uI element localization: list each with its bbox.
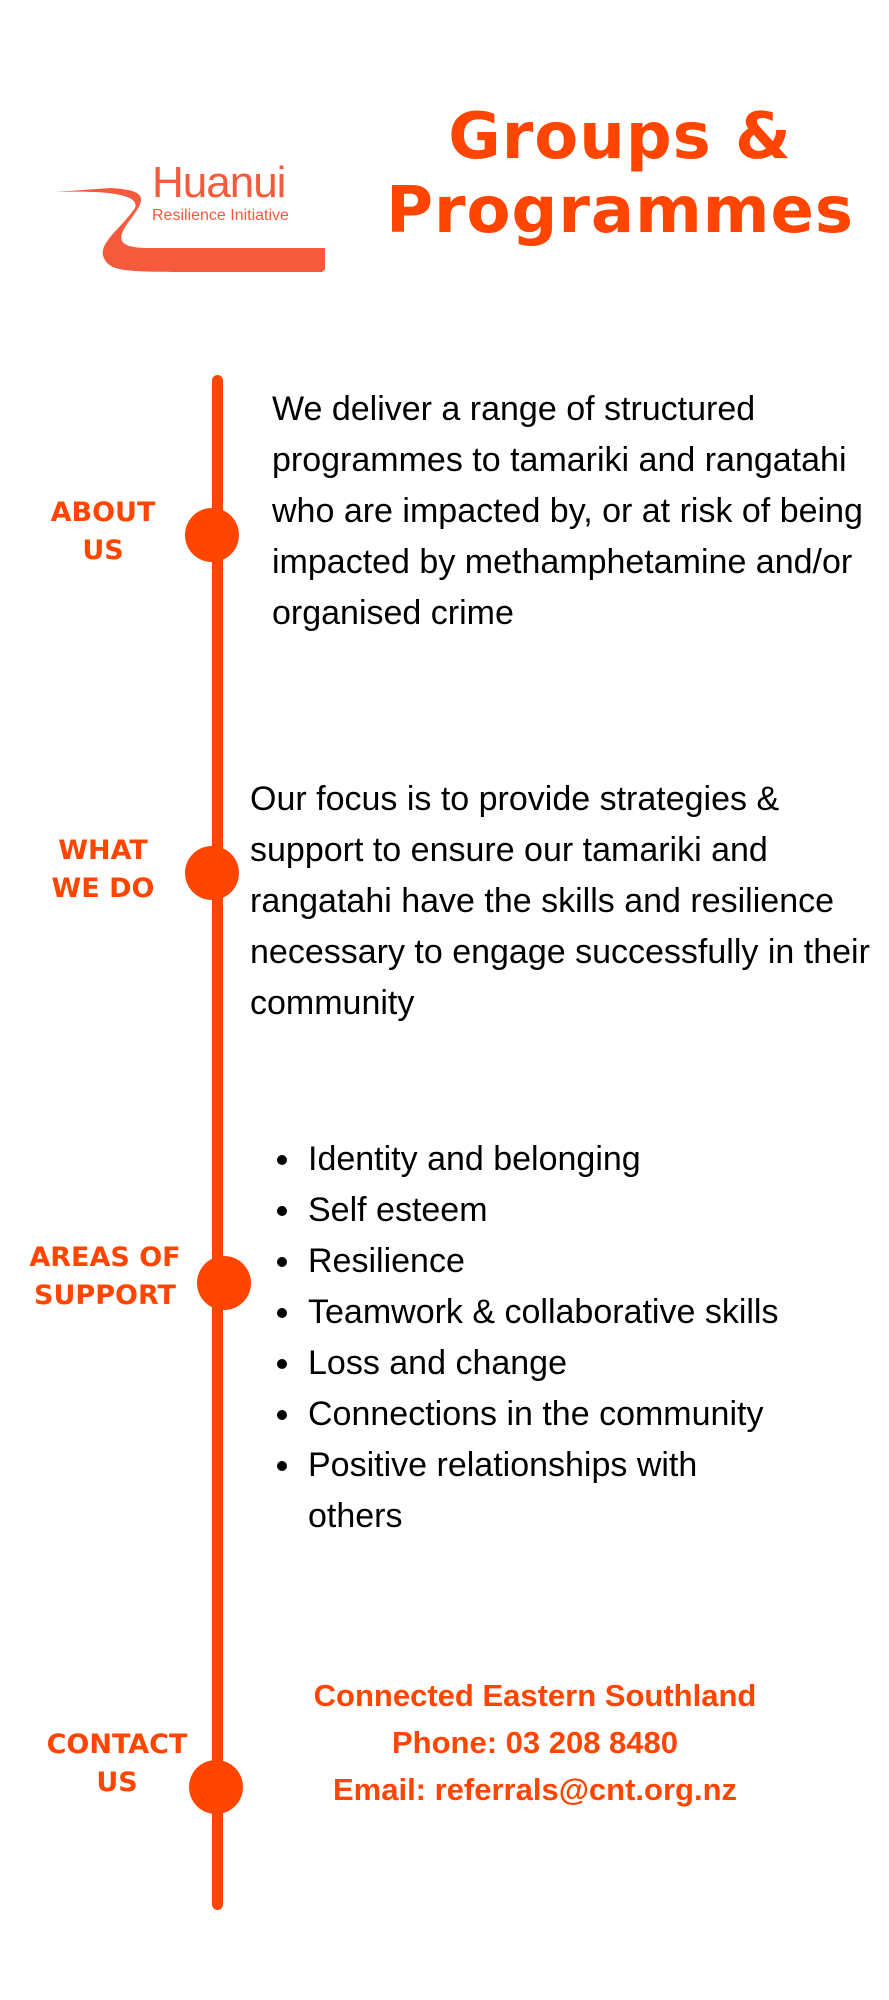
list-item: Self esteem	[304, 1185, 870, 1236]
page-title: Groups & Programmes	[380, 100, 860, 248]
contact-phone[interactable]: Phone: 03 208 8480	[391, 1725, 679, 1760]
timeline-line	[212, 375, 223, 1910]
list-item: Identity and belonging	[304, 1134, 870, 1185]
about-us-text: We deliver a range of structured program…	[272, 390, 863, 632]
section-label-contact-us: CONTACT US	[22, 1726, 212, 1802]
label-line: AREAS OF	[29, 1242, 181, 1273]
list-item: Positive relationships with others	[304, 1440, 778, 1542]
list-item: Connections in the community	[304, 1389, 870, 1440]
contact-email[interactable]: Email: referrals@cnt.org.nz	[332, 1772, 738, 1807]
timeline-dot	[185, 508, 239, 562]
timeline-dot	[185, 846, 239, 900]
title-line-2: Programmes	[386, 174, 854, 248]
label-line: US	[82, 535, 124, 566]
label-line: WE DO	[51, 873, 155, 904]
what-we-do-text: Our focus is to provide strategies & sup…	[250, 780, 870, 1022]
section-label-about-us: ABOUT US	[8, 494, 198, 570]
section-label-areas-of-support: AREAS OF SUPPORT	[10, 1239, 200, 1315]
timeline-dot	[197, 1256, 251, 1310]
list-item: Teamwork & collaborative skills	[304, 1287, 870, 1338]
label-line: ABOUT	[50, 497, 156, 528]
logo-subtitle: Resilience Initiative	[152, 207, 289, 224]
label-line: SUPPORT	[34, 1280, 176, 1311]
label-line: CONTACT	[46, 1729, 188, 1760]
section-label-what-we-do: WHAT WE DO	[8, 832, 198, 908]
logo-name: Huanui	[152, 158, 286, 207]
label-line: US	[96, 1767, 138, 1798]
timeline-dot	[189, 1760, 243, 1814]
contact-organisation: Connected Eastern Southland	[313, 1678, 757, 1713]
support-list: Identity and belonging Self esteem Resil…	[270, 1134, 870, 1542]
list-item: Resilience	[304, 1236, 870, 1287]
logo-swoosh-icon	[55, 188, 325, 272]
list-item: Loss and change	[304, 1338, 870, 1389]
title-line-1: Groups &	[448, 100, 792, 174]
contact-block: Connected Eastern Southland Phone: 03 20…	[240, 1672, 830, 1813]
label-line: WHAT	[58, 835, 148, 866]
